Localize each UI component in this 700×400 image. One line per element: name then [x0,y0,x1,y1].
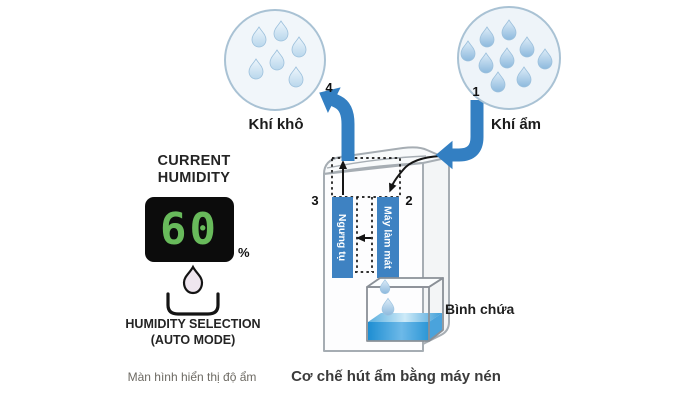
percent-sign: % [238,245,250,260]
machine-top-rim-line [326,155,427,169]
humidity-display: 60 [145,197,234,262]
step-number-3: 3 [311,193,319,208]
water-droplet [516,66,532,88]
condensed-droplets [379,279,395,316]
water-tank [366,277,444,342]
water-front [368,322,429,341]
screen-caption: Màn hình hiển thị độ ẩm [127,370,257,384]
step-number-2: 2 [405,193,413,208]
condenser-bar-label: Ngưng tụ [336,214,348,261]
water-droplet [490,71,506,93]
humidity-value: 60 [160,203,219,255]
water-side [429,313,442,341]
tank-side-outline [428,277,444,342]
step-number-4: 4 [325,80,333,95]
condenser-bar [332,197,353,278]
air-flow-arrows [319,87,484,170]
water-droplet [537,48,553,70]
humid-air-droplets [460,19,553,93]
water-droplet [288,66,304,88]
droplet-icon [182,264,204,295]
humid-air-label: Khí ẩm [490,116,541,133]
diagram-caption: Cơ chế hút ẩm bằng máy nén [291,368,501,385]
internal-flow-arrows [339,155,441,242]
current-humidity-label: CURRENT HUMIDITY [157,153,231,187]
machine-top-face [323,146,447,175]
water-droplet [478,52,494,74]
water-droplet [248,58,264,80]
water-droplet [501,19,517,41]
dashed-air-duct [331,157,401,273]
step-number-1: 1 [472,84,480,99]
water-droplet [519,36,535,58]
condensed-droplet [381,297,395,316]
dry-air-out-arrow [319,87,355,161]
water-droplet [273,20,289,42]
flow-down-curve-arrow [389,155,441,193]
dry-air-droplets [248,20,307,88]
humid-air-in-arrow [435,100,484,170]
water-surface [368,313,442,322]
tank-label: Bình chứa [445,301,515,317]
dry-air-label: Khí khô [248,116,304,133]
water-droplet [269,49,285,71]
water-droplet [251,26,267,48]
cooler-bar [377,197,399,278]
water-droplet [499,47,515,69]
condensed-droplet [379,279,391,294]
cooler-bar-label: Máy làm mát [381,206,393,270]
water-droplet [291,36,307,58]
bracket-icon [166,292,220,316]
humidity-selection-label: HUMIDITY SELECTION (AUTO MODE) [125,317,261,347]
humidity-selection-icon [166,264,220,316]
water-droplet [460,40,476,62]
duct-top-rect [331,157,401,198]
water-droplet [479,26,495,48]
duct-channel [355,197,374,273]
